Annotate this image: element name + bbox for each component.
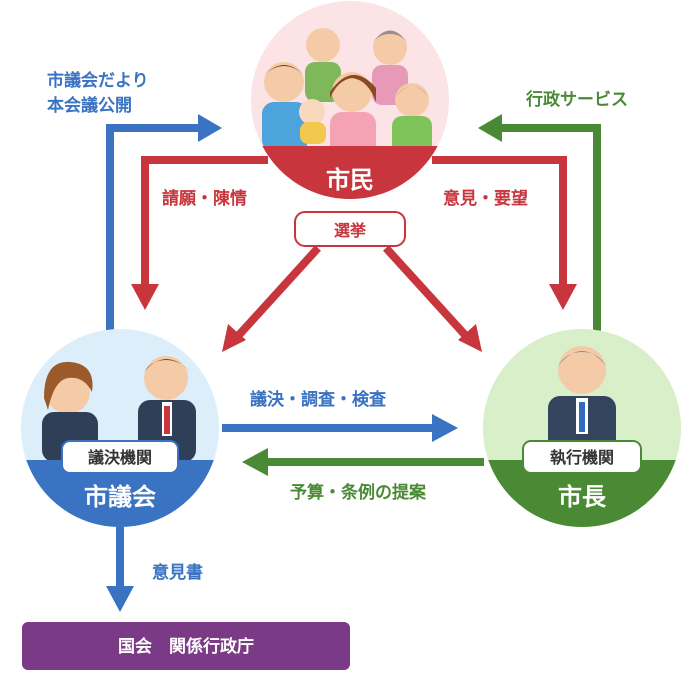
- arrow-council-to-national: [106, 520, 134, 612]
- council-title: 市議会: [84, 483, 156, 511]
- national-label: 国会 関係行政庁: [118, 636, 254, 657]
- mayor-badge-label: 執行機関: [550, 448, 614, 467]
- arrow-election-to-council: [222, 245, 321, 352]
- national-node: 国会 関係行政庁: [22, 622, 350, 670]
- label-open-session: 本会議公開: [47, 95, 132, 116]
- council-node: 議決機関 市議会: [21, 329, 219, 527]
- arrow-citizens-to-mayor: [432, 156, 577, 310]
- arrow-citizens-to-council: [131, 156, 268, 310]
- citizens-node: 市民 選挙: [251, 1, 449, 247]
- council-badge-label: 議決機関: [88, 448, 152, 467]
- label-written-opinion: 意見書: [152, 562, 203, 583]
- arrow-council-to-mayor: [222, 414, 458, 442]
- citizens-title: 市民: [326, 166, 374, 194]
- label-petitions: 請願・陳情: [162, 188, 247, 209]
- mayor-badge: [522, 440, 642, 474]
- election-badge: [294, 211, 406, 247]
- mayor-title: 市長: [558, 483, 607, 511]
- election-badge-label: 選挙: [334, 221, 366, 240]
- label-budget-proposals: 予算・条例の提案: [290, 482, 427, 503]
- label-resolutions: 議決・調査・検査: [250, 389, 387, 410]
- label-opinions: 意見・要望: [443, 188, 528, 209]
- label-council-newsletter: 市議会だより: [47, 70, 149, 91]
- arrow-mayor-to-citizens: [478, 114, 601, 340]
- arrow-council-to-citizens: [106, 114, 222, 340]
- family-illustration-icon: [251, 28, 449, 199]
- arrow-election-to-mayor: [383, 245, 482, 352]
- arrow-mayor-to-council: [242, 448, 484, 476]
- mayor-node: 執行機関 市長: [483, 329, 681, 527]
- label-admin-services: 行政サービス: [525, 89, 628, 110]
- council-badge: [61, 440, 179, 474]
